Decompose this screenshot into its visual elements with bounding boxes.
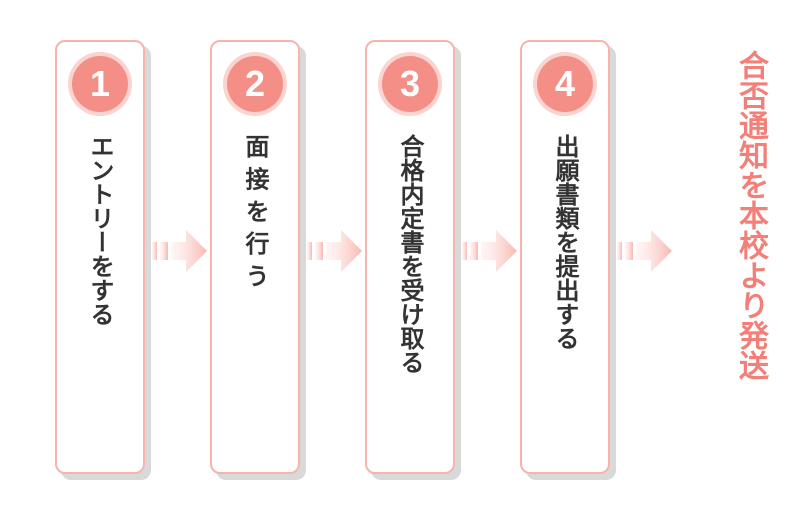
step-number-3: 3 — [382, 56, 438, 112]
step-number-2: 2 — [227, 56, 283, 112]
step-number-1: 1 — [72, 56, 128, 112]
step-number-4: 4 — [537, 56, 593, 112]
step-label-3: 合格内定書を受け取る — [396, 134, 424, 374]
arrow-right-icon — [462, 230, 517, 272]
arrow-right-icon — [307, 230, 362, 272]
step-label-4: 出願書類を提出する — [551, 134, 579, 350]
step-card-1: 1 エントリーをする — [55, 40, 145, 474]
step-card-4: 4 出願書類を提出する — [520, 40, 610, 474]
arrow-right-icon — [617, 230, 672, 272]
arrow-right-icon — [152, 230, 207, 272]
step-card-2: 2 面 接 を 行 う — [210, 40, 300, 474]
step-label-1: エントリーをする — [86, 134, 114, 326]
step-card-3: 3 合格内定書を受け取る — [365, 40, 455, 474]
step-label-2: 面 接 を 行 う — [241, 134, 269, 288]
final-step-label: 合否通知を本校より発送 — [733, 50, 768, 380]
